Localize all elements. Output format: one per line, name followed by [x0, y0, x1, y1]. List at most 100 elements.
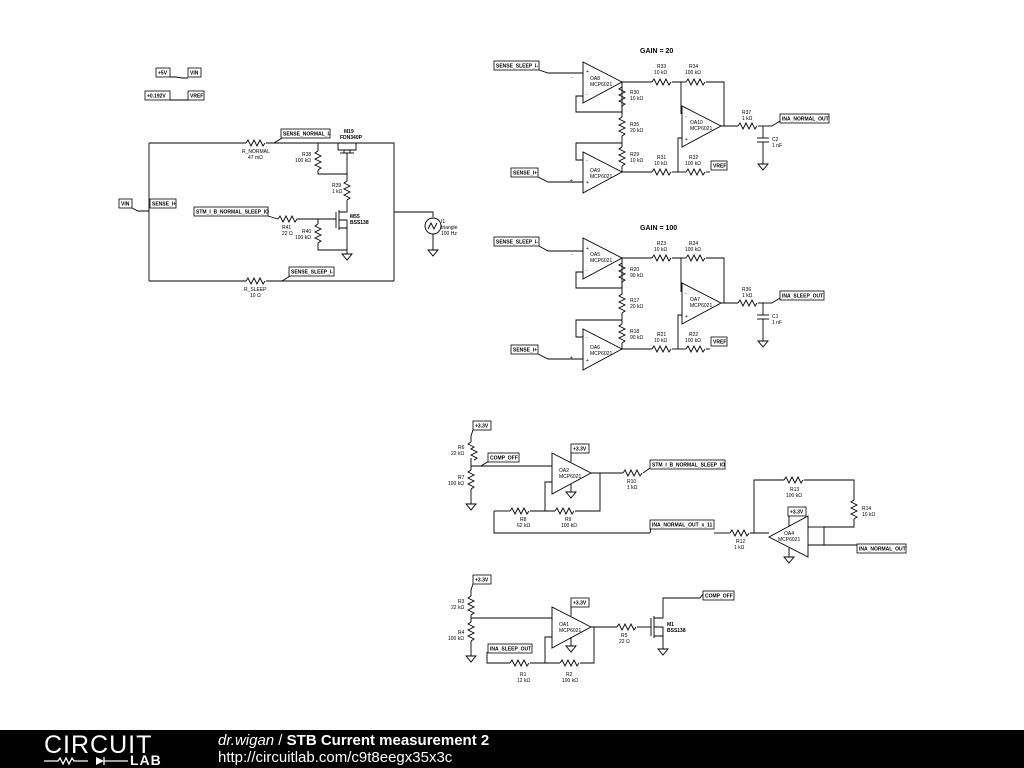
- svg-text:MCP6021: MCP6021: [590, 174, 612, 180]
- svg-text:62 kΩ: 62 kΩ: [517, 523, 530, 529]
- svg-text:OA4: OA4: [784, 531, 794, 537]
- svg-text:STM_I_B_NORMAL_SLEEP_IO: STM_I_B_NORMAL_SLEEP_IO: [652, 463, 725, 469]
- svg-text:1 kΩ: 1 kΩ: [742, 116, 753, 122]
- project-title: STB Current measurement 2: [286, 732, 490, 749]
- svg-text:M55: M55: [350, 214, 360, 220]
- svg-text:-: -: [586, 268, 588, 274]
- svg-text:MCP6021: MCP6021: [590, 82, 612, 88]
- svg-text:+5V: +5V: [158, 71, 168, 77]
- svg-text:R7: R7: [458, 475, 465, 481]
- svg-text:VIN: VIN: [190, 71, 199, 77]
- project-heading: dr.wigan / STB Current measurement 2: [218, 732, 489, 750]
- svg-text:SENSE_I+: SENSE_I+: [513, 171, 537, 177]
- svg-text:22 kΩ: 22 kΩ: [451, 605, 464, 611]
- svg-text:22 Ω: 22 Ω: [619, 639, 630, 645]
- svg-text:10 kΩ: 10 kΩ: [654, 161, 667, 167]
- svg-text:+3.3V: +3.3V: [475, 424, 489, 430]
- stm-io-label: STM_I_B_NORMAL_SLEEP_IO: [193, 206, 269, 217]
- sense-circuit: VIN SENSE_I+ R_NORMAL 47 mΩ SENSE_NORMAL…: [118, 128, 458, 299]
- svg-text:R9: R9: [565, 517, 572, 523]
- svg-text:R34: R34: [689, 64, 698, 70]
- svg-text:R6: R6: [458, 445, 465, 451]
- title-separator: /: [274, 732, 287, 749]
- svg-text:100 kΩ: 100 kΩ: [448, 636, 464, 642]
- svg-text:VREF: VREF: [190, 94, 203, 100]
- svg-text:OA9: OA9: [590, 168, 600, 174]
- svg-text:R36: R36: [742, 287, 751, 293]
- supply-5v: +5V VIN: [155, 67, 202, 79]
- svg-text:100 Hz: 100 Hz: [441, 231, 457, 237]
- svg-text:SENSE_SLEEP_I-: SENSE_SLEEP_I-: [496, 64, 538, 70]
- svg-text:VREF: VREF: [713, 340, 726, 346]
- svg-text:R8: R8: [520, 517, 527, 523]
- svg-text:R22: R22: [689, 332, 698, 338]
- svg-text:R20: R20: [630, 267, 639, 273]
- svg-text:100 kΩ: 100 kΩ: [561, 523, 577, 529]
- svg-text:+: +: [685, 314, 688, 320]
- svg-text:GAIN = 100: GAIN = 100: [640, 225, 677, 232]
- svg-text:INA_NORMAL_OUT_x_11: INA_NORMAL_OUT_x_11: [652, 523, 713, 529]
- svg-text:-: -: [685, 114, 687, 120]
- svg-text:SENSE_I+: SENSE_I+: [152, 202, 176, 208]
- gain100-amplifier: GAIN = 100 SENSE_SLEEP_I- - OA5 MCP6021 …: [493, 225, 825, 371]
- svg-text:OA1: OA1: [559, 622, 569, 628]
- supply-vref: +0.192V VREF: [144, 90, 205, 101]
- schematic-canvas: +5V VIN +0.192V VREF VIN SENSE_I+ R_NORM…: [118, 48, 907, 684]
- comparator-oa2: +3.3V R6 22 kΩ R7 100 kΩ COMP_OFF OA2 MC…: [448, 420, 726, 534]
- svg-text:R31: R31: [657, 155, 666, 161]
- footer-bar: CIRCUIT LAB dr.wigan / STB Current measu…: [0, 730, 1024, 768]
- svg-text:OA2: OA2: [559, 468, 569, 474]
- svg-text:OA10: OA10: [690, 120, 703, 126]
- svg-text:I1: I1: [441, 219, 445, 225]
- svg-text:-: -: [586, 158, 588, 164]
- svg-text:R17: R17: [630, 298, 639, 304]
- svg-text:1 kΩ: 1 kΩ: [627, 485, 638, 491]
- svg-text:22 kΩ: 22 kΩ: [451, 451, 464, 457]
- svg-text:C1: C1: [772, 314, 779, 320]
- logo-text-circuit: CIRCUIT: [44, 731, 153, 759]
- svg-text:100 kΩ: 100 kΩ: [685, 161, 701, 167]
- svg-text:MCP6021: MCP6021: [559, 628, 581, 634]
- svg-text:R1: R1: [520, 672, 527, 678]
- svg-text:1 kΩ: 1 kΩ: [734, 545, 745, 551]
- circuitlab-logo[interactable]: CIRCUIT LAB: [40, 731, 190, 767]
- svg-text:SENSE_SLEEP_I-: SENSE_SLEEP_I-: [291, 270, 333, 276]
- author-link[interactable]: dr.wigan: [218, 732, 275, 749]
- svg-text:VREF: VREF: [713, 164, 726, 170]
- sense-i-plus-label: SENSE_I+: [149, 198, 177, 209]
- svg-text:-: -: [685, 291, 687, 297]
- svg-text:R13: R13: [790, 487, 799, 493]
- svg-text:+3.3V: +3.3V: [475, 578, 489, 584]
- svg-text:22 Ω: 22 Ω: [282, 231, 293, 237]
- sense-sleep-label: SENSE_SLEEP_I-: [288, 266, 335, 277]
- svg-text:STM_I_B_NORMAL_SLEEP_IO: STM_I_B_NORMAL_SLEEP_IO: [196, 210, 269, 216]
- svg-text:SENSE_I+: SENSE_I+: [513, 348, 537, 354]
- svg-text:R_SLEEP: R_SLEEP: [244, 287, 267, 293]
- svg-text:R39: R39: [332, 183, 341, 189]
- project-url[interactable]: http://circuitlab.com/c9t8eegx35x3c: [218, 749, 453, 766]
- svg-text:1 nF: 1 nF: [772, 143, 782, 149]
- svg-text:1 kΩ: 1 kΩ: [742, 293, 753, 299]
- svg-text:10 kΩ: 10 kΩ: [654, 247, 667, 253]
- svg-text:VIN: VIN: [121, 202, 130, 208]
- svg-text:MCP6021: MCP6021: [590, 258, 612, 264]
- svg-text:M1: M1: [667, 622, 674, 628]
- svg-text:OA8: OA8: [590, 76, 600, 82]
- svg-text:MCP6021: MCP6021: [590, 351, 612, 357]
- svg-text:+3.3V: +3.3V: [790, 510, 804, 516]
- svg-text:GAIN = 20: GAIN = 20: [640, 48, 673, 55]
- svg-text:+: +: [586, 358, 589, 364]
- svg-text:R32: R32: [689, 155, 698, 161]
- svg-text:R24: R24: [689, 241, 698, 247]
- svg-text:R5: R5: [621, 633, 628, 639]
- svg-text:12 kΩ: 12 kΩ: [517, 678, 530, 684]
- svg-text:triangle: triangle: [441, 225, 458, 231]
- svg-text:R35: R35: [630, 122, 639, 128]
- svg-text:+0.192V: +0.192V: [147, 94, 166, 100]
- svg-text:90 kΩ: 90 kΩ: [630, 273, 643, 279]
- svg-text:SENSE_SLEEP_I-: SENSE_SLEEP_I-: [496, 240, 538, 246]
- svg-text:INA_SLEEP_OUT: INA_SLEEP_OUT: [490, 647, 531, 653]
- svg-text:R4: R4: [458, 630, 465, 636]
- svg-text:R33: R33: [657, 64, 666, 70]
- svg-text:+: +: [586, 246, 589, 252]
